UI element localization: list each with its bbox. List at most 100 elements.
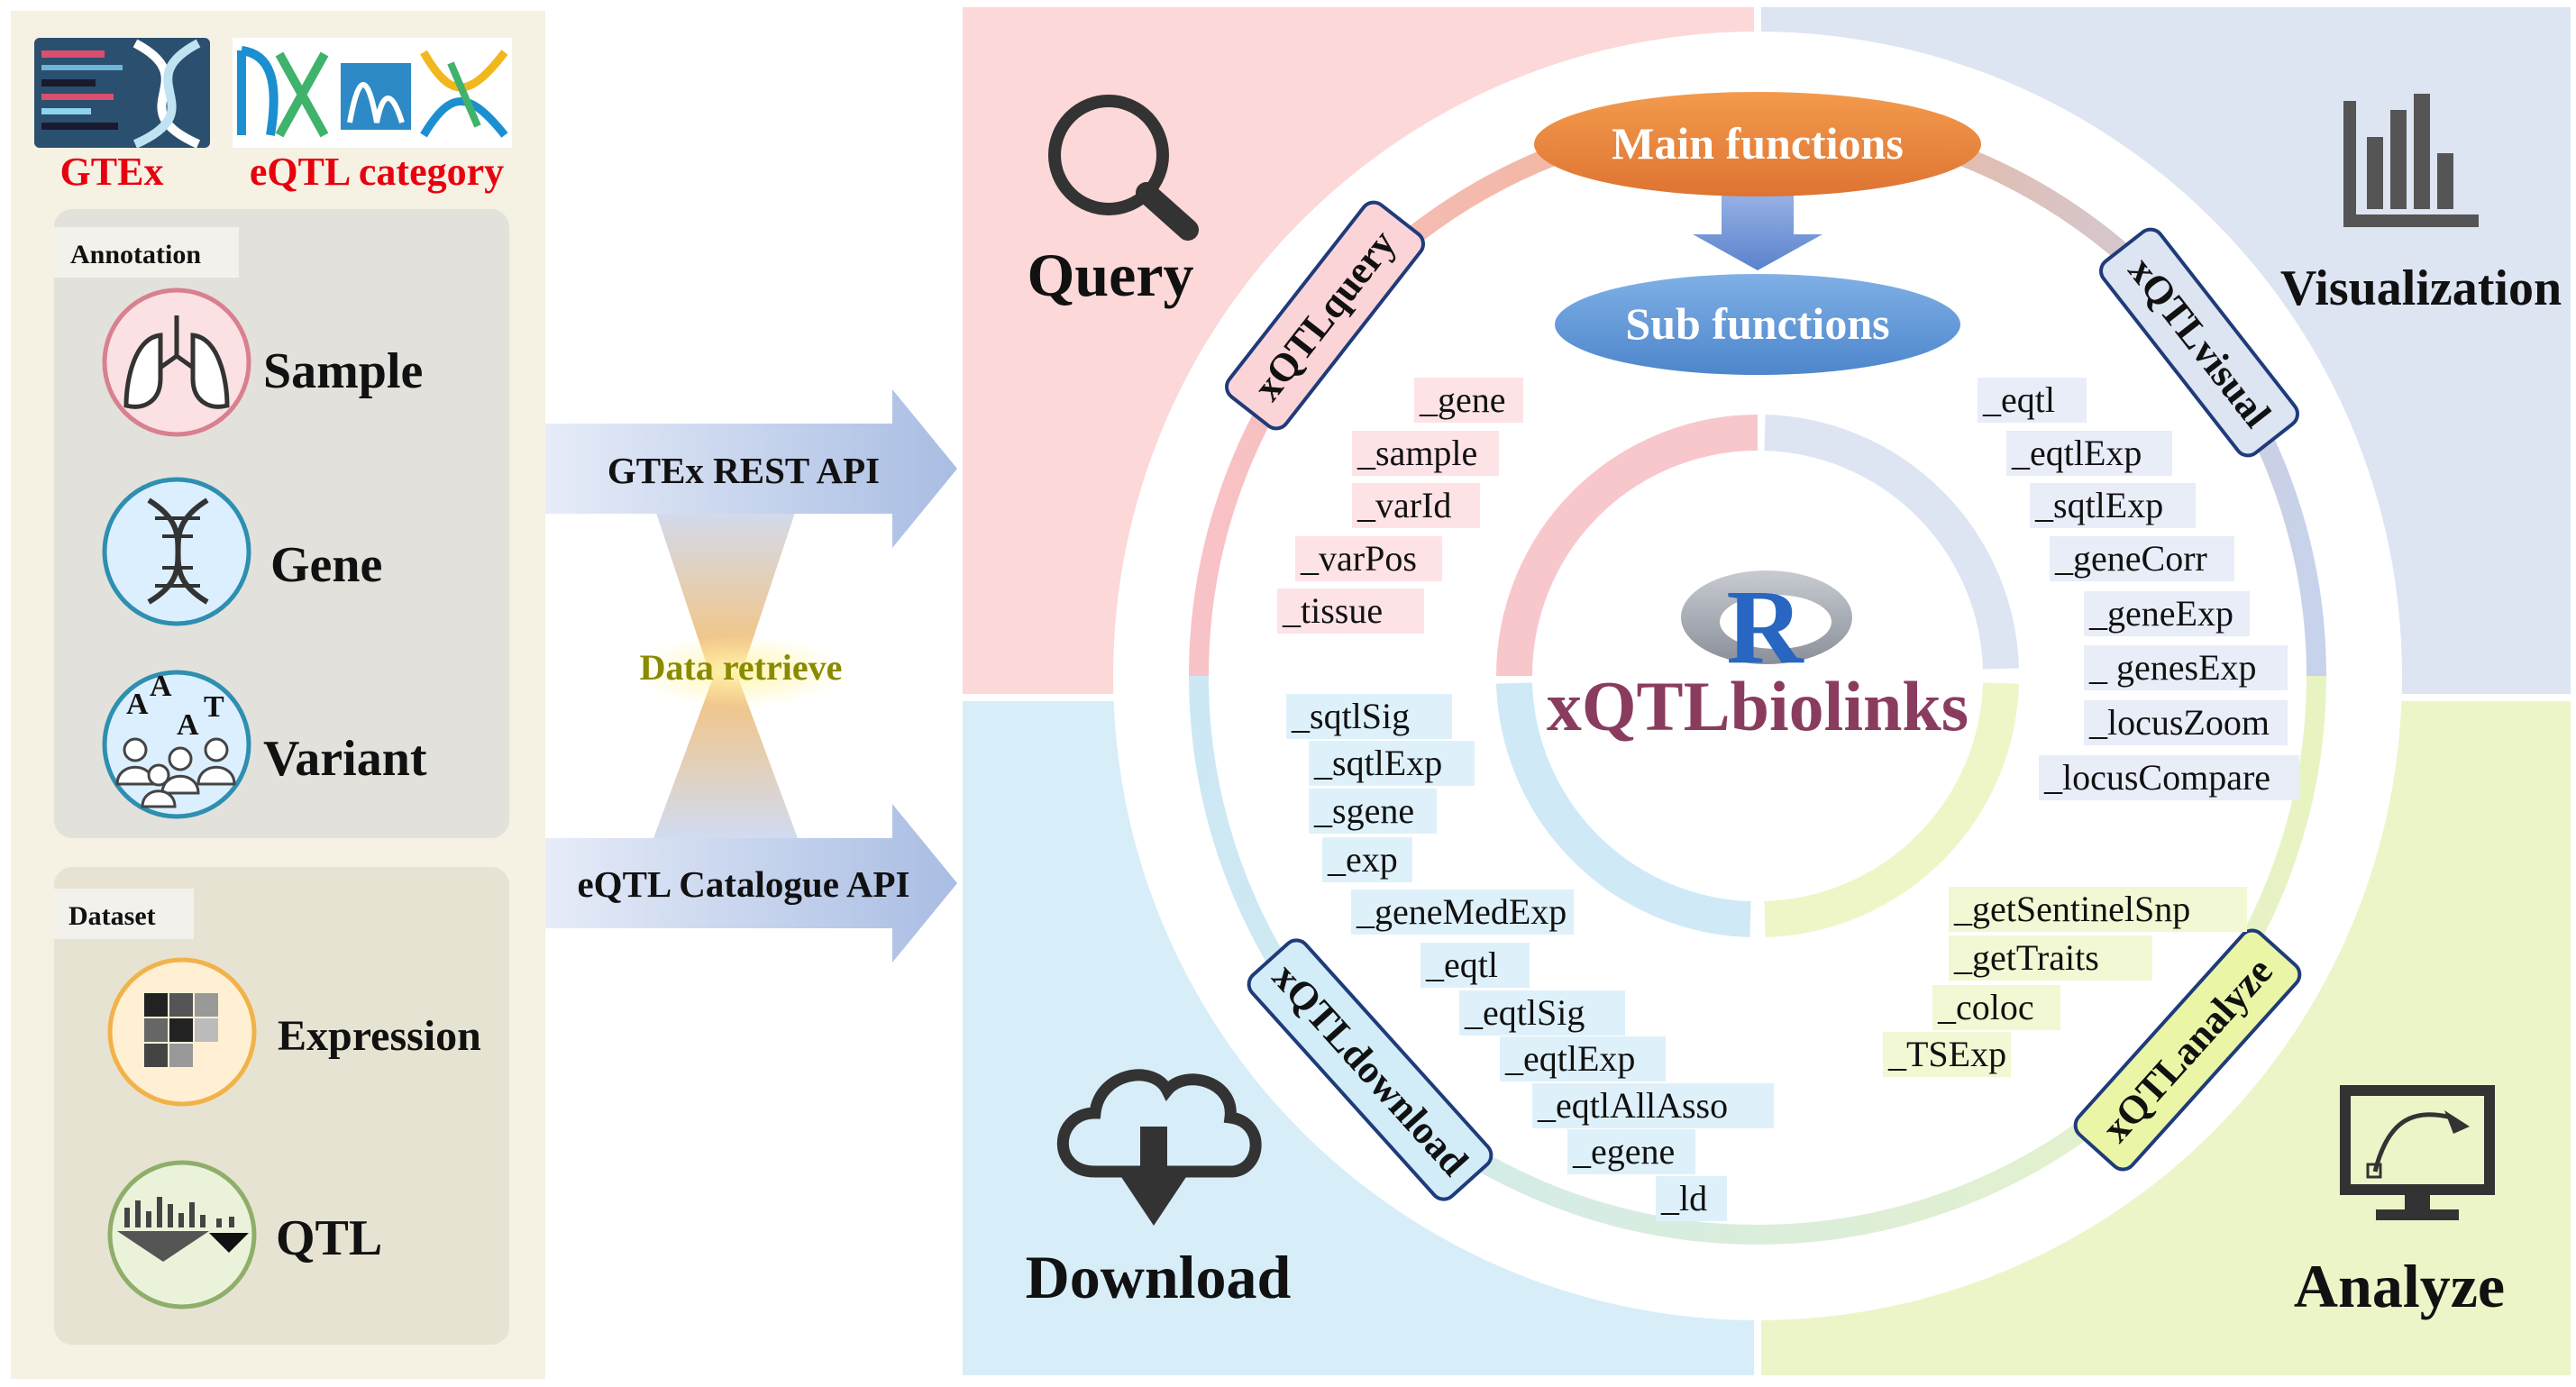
data-retrieve-label: Data retrieve xyxy=(640,647,843,688)
inner-ring-visual xyxy=(1764,415,2019,670)
function-item: _ld xyxy=(1660,1178,1707,1218)
central-disc xyxy=(1113,32,2402,1320)
function-bg xyxy=(2084,645,2288,690)
function-bg xyxy=(1459,990,1625,1036)
gene-label: Gene xyxy=(270,537,382,593)
eqtl-category-label: eQTL category xyxy=(250,150,504,194)
function-bg xyxy=(1949,887,2247,932)
function-bg xyxy=(1414,378,1523,423)
annotation-item-variant: A A A T Variant xyxy=(102,670,427,819)
function-bg xyxy=(1309,741,1475,786)
function-item: _sample xyxy=(1357,433,1477,473)
query-label: Query xyxy=(1027,241,1193,309)
eqtl-catalogue-api-arrow xyxy=(545,804,957,963)
function-item: _varPos xyxy=(1300,538,1417,579)
function-item: _gene xyxy=(1419,379,1506,420)
sample-label: Sample xyxy=(263,343,423,399)
function-item: _geneMedExp xyxy=(1356,891,1567,932)
sub-functions-label: Sub functions xyxy=(1625,298,1889,349)
function-item: _eqtl xyxy=(1425,944,1498,985)
lungs-icon xyxy=(123,315,230,409)
function-item: _egene xyxy=(1572,1131,1675,1172)
function-bg xyxy=(1352,483,1480,528)
magnifier-icon xyxy=(1048,95,1199,241)
inner-ring-analyze xyxy=(1764,682,2019,937)
function-bg xyxy=(1500,1036,1666,1081)
gtex-rest-api-label: GTEx REST API xyxy=(607,450,880,491)
function-item: _eqtlSig xyxy=(1464,992,1585,1033)
function-bg xyxy=(1978,378,2087,423)
function-bg xyxy=(1567,1129,1695,1174)
dataset-item-qtl: QTL xyxy=(107,1160,382,1309)
function-item: _sqtlSig xyxy=(1291,696,1410,736)
eqtl-category-logo: eQTL category xyxy=(233,38,512,194)
function-list-visual: _eqtl_eqtlExp_sqtlExp_geneCorr_geneExp_ … xyxy=(1978,378,2299,800)
function-item: _locusCompare xyxy=(2043,757,2270,798)
bar-chart-icon xyxy=(2343,94,2479,227)
expression-label: Expression xyxy=(278,1012,481,1060)
svg-text:A: A xyxy=(150,670,172,703)
monitor-curve-icon xyxy=(2340,1085,2495,1220)
function-bg xyxy=(1309,789,1437,834)
function-bg xyxy=(1286,694,1452,739)
inner-ring-query xyxy=(1496,415,1758,677)
api-connector xyxy=(545,389,957,963)
function-item: _locusZoom xyxy=(2088,702,2270,743)
data-retrieve-glow xyxy=(631,635,847,707)
dna-helix-icon xyxy=(147,497,209,605)
gtex-logo-label: GTEx xyxy=(60,150,164,194)
dataset-item-expression: Expression xyxy=(107,957,481,1107)
function-bg xyxy=(1932,985,2060,1030)
function-list-query: _gene_sample_varId_varPos_tissue xyxy=(1277,378,1523,634)
function-item: _coloc xyxy=(1937,987,2034,1027)
variant-label: Variant xyxy=(263,731,427,787)
function-bg xyxy=(1420,943,1530,988)
population-variant-icon: A A A T xyxy=(115,670,236,808)
annotation-title: Annotation xyxy=(70,240,201,269)
analyze-label: Analyze xyxy=(2294,1252,2505,1320)
gtex-api-arrow xyxy=(545,389,957,548)
gtex-logo: GTEx xyxy=(34,38,210,194)
dataset-title: Dataset xyxy=(69,901,156,931)
r-logo-letter: R xyxy=(1726,568,1804,686)
function-bg xyxy=(2084,591,2250,636)
function-bg xyxy=(1532,1083,1774,1128)
function-bg xyxy=(2006,431,2172,476)
function-item: _geneExp xyxy=(2088,593,2233,634)
function-item: _sqtlExp xyxy=(1313,743,1442,783)
qtl-label: QTL xyxy=(276,1210,382,1266)
function-bg xyxy=(1277,589,1424,634)
download-label: Download xyxy=(1026,1243,1292,1311)
sub-functions-pill xyxy=(1555,274,1960,375)
annotation-title-tab xyxy=(54,227,239,278)
function-item: _geneCorr xyxy=(2054,538,2207,579)
main-functions-label: Main functions xyxy=(1612,118,1904,169)
annotation-item-sample: Sample xyxy=(102,287,423,437)
function-bg xyxy=(2050,536,2234,581)
function-bg xyxy=(1949,935,2152,981)
eqtl-logo-icon xyxy=(233,38,512,148)
function-bg xyxy=(1352,431,1499,476)
function-item: _eqtlAllAsso xyxy=(1537,1085,1728,1126)
function-item: _tissue xyxy=(1282,590,1383,631)
dna-heatmap-icon xyxy=(34,38,210,149)
function-bg xyxy=(1295,536,1442,581)
eqtl-catalogue-api-label: eQTL Catalogue API xyxy=(577,863,909,905)
cloud-download-icon xyxy=(1056,1069,1262,1226)
dataset-title-tab xyxy=(54,889,194,939)
function-item: _sqtlExp xyxy=(2034,485,2163,525)
function-item: _exp xyxy=(1327,839,1398,880)
heatmap-grid-icon xyxy=(144,993,218,1067)
function-bg xyxy=(1883,1032,2011,1077)
main-to-sub-arrow xyxy=(1693,189,1822,270)
svg-text:A: A xyxy=(126,688,149,721)
function-bg xyxy=(1322,837,1412,882)
function-item: _TSExp xyxy=(1887,1034,2006,1074)
package-name: xQTLbiolinks xyxy=(1547,667,1969,745)
function-bg xyxy=(2084,700,2288,745)
function-item: _eqtl xyxy=(1982,379,2055,420)
function-list-analyze: _getSentinelSnp_getTraits_coloc_TSExp xyxy=(1883,887,2247,1077)
function-item: _eqtlExp xyxy=(1504,1038,1635,1079)
function-list-download: _sqtlSig_sqtlExp_sgene_exp_geneMedExp_eq… xyxy=(1286,694,1774,1221)
